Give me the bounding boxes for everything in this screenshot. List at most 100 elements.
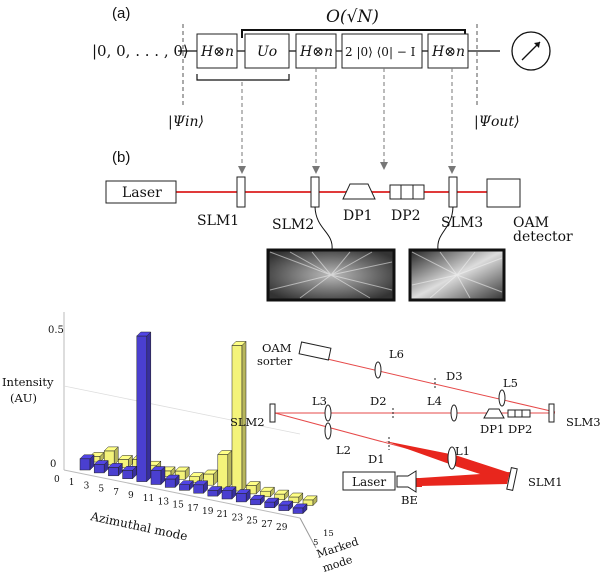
z-axis	[299, 517, 317, 549]
detector-label-2: detector	[513, 229, 573, 245]
bar-marked-5-23	[249, 494, 266, 506]
meter-arrowhead	[534, 42, 540, 48]
D1-label: D1	[368, 452, 385, 466]
SLM2-label: SLM2	[230, 415, 265, 429]
L3-label: L3	[312, 394, 327, 408]
ztick-5: 5	[313, 538, 318, 548]
dp1-label: DP1	[343, 208, 373, 224]
lens-l4	[450, 404, 458, 422]
beam-expander	[396, 470, 417, 493]
bar-marked-15-29	[302, 495, 318, 507]
SLM1-label: SLM1	[528, 475, 563, 489]
gate-diffusion	[341, 33, 423, 69]
x-tick-0: 0	[54, 475, 60, 485]
bar-marked-5-17	[207, 485, 223, 497]
slm1-setup	[506, 467, 518, 491]
slm1-element	[236, 176, 246, 208]
ytick-0: 0	[50, 459, 56, 470]
bar-marked-15-3	[117, 454, 134, 469]
DP2-label: DP2	[508, 422, 532, 436]
laser-setup-label: Laser	[352, 475, 386, 489]
x-tick-21: 21	[217, 510, 228, 520]
laser-label: Laser	[122, 185, 162, 201]
gate-oracle-label: Uo	[257, 44, 277, 60]
bar-marked-5-13	[178, 480, 195, 491]
L2-label: L2	[336, 443, 351, 457]
lens-l5	[498, 389, 506, 407]
bar-marked-5-25	[263, 497, 280, 509]
bar-marked-5-7	[136, 331, 152, 483]
x-tick-9: 9	[128, 491, 134, 501]
bar-marked-5-15	[192, 480, 209, 494]
x-tick-17: 17	[187, 504, 199, 514]
gate-diffusion-label: 2 |0⟩ ⟨0| − I	[345, 45, 416, 59]
x-tick-13: 13	[158, 497, 170, 507]
gate-hadamard-1-label: H⊗n	[200, 44, 234, 60]
beam-expanded-a	[385, 441, 510, 482]
input-state: |0, 0, . . . , 0⟩	[92, 42, 189, 60]
panel-b: (b) Laser SLM1 SLM2 DP1 DP2 SLM3 OAM det…	[105, 149, 573, 302]
slm2-setup	[269, 403, 276, 423]
slm2-label: SLM2	[272, 217, 314, 233]
beam-top	[322, 357, 556, 413]
bar-marked-15-25	[273, 489, 290, 501]
x-tick-19: 19	[202, 507, 214, 517]
x-tick-11: 11	[143, 494, 154, 504]
slm3-setup	[548, 403, 555, 423]
gate-hadamard-1	[196, 33, 238, 69]
mapping-arrows	[241, 68, 453, 168]
SLM3-label: SLM3	[566, 415, 601, 429]
x-tick-5: 5	[98, 485, 104, 495]
gate-hadamard-2	[295, 33, 337, 69]
dp2-setup	[507, 409, 531, 418]
mapping-arrowheads	[238, 162, 456, 174]
ylabel-1: Intensity	[2, 375, 54, 389]
beam-expanded-b	[420, 472, 510, 486]
bar-marked-15-1	[103, 446, 119, 466]
oam-sorter-label-1: OAM	[262, 341, 292, 355]
x-tick-15: 15	[172, 501, 184, 511]
optical-setup: OAM sorter L6 D3 L5 SLM3 SLM2 L3 D2 L4 D…	[230, 341, 601, 507]
panel-a-label: (a)	[112, 5, 130, 22]
bars-group	[79, 331, 318, 515]
oam-sorter-label-2: sorter	[257, 354, 293, 368]
slm3-element	[448, 176, 458, 208]
bar-marked-5-9	[150, 465, 166, 486]
grid-05	[63, 385, 301, 435]
gate-hadamard-3-label: H⊗n	[431, 44, 465, 60]
bar-marked-5-29	[292, 503, 308, 515]
detector-label-1: OAM	[513, 215, 549, 231]
slm2-element	[310, 176, 320, 208]
D2-label: D2	[370, 394, 387, 408]
bar-marked-5-11	[164, 474, 180, 489]
lens-l1	[447, 446, 457, 470]
x-axis-back	[63, 469, 301, 519]
BE-label: BE	[401, 493, 418, 507]
ylabel-2: (AU)	[10, 391, 37, 405]
dove-prism-2	[389, 184, 425, 200]
lower-brace	[196, 74, 290, 81]
slm1-label: SLM1	[197, 213, 239, 229]
L5-label: L5	[503, 376, 518, 390]
psi-in-label: |Ψin⟩	[168, 114, 204, 130]
x-tick-3: 3	[84, 481, 90, 491]
lens-l6	[374, 361, 382, 379]
bar-marked-15-11	[174, 466, 190, 481]
xlabel: Azimuthal mode	[88, 509, 188, 543]
dp2-label: DP2	[391, 208, 421, 224]
x-tick-1: 1	[69, 478, 75, 488]
x-tick-23: 23	[232, 513, 244, 523]
slm3-label: SLM3	[441, 215, 483, 231]
dp1-setup	[483, 408, 505, 419]
D3-label: D3	[446, 369, 463, 383]
x-tick-25: 25	[246, 517, 258, 527]
ztick-15: 15	[323, 529, 334, 539]
L6-label: L6	[389, 347, 404, 361]
oam-detector-box	[486, 178, 521, 208]
bar-marked-15-23	[259, 486, 276, 498]
lens-l3	[324, 404, 332, 422]
bar-marked-5-0	[79, 454, 95, 471]
gate-hadamard-2-label: H⊗n	[299, 44, 333, 60]
bar-marked-5-19	[221, 485, 237, 500]
x-tick-7: 7	[113, 488, 119, 498]
